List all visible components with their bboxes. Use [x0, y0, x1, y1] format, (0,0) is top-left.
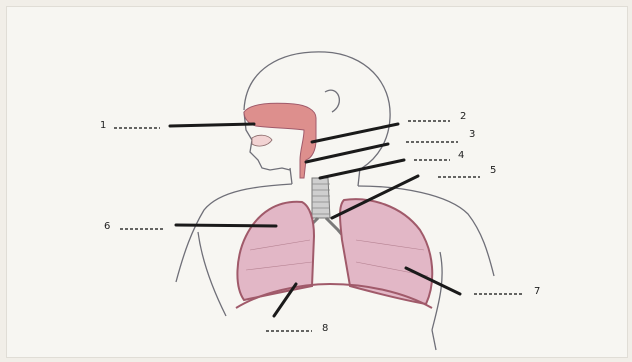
left-arm-inner — [198, 232, 226, 316]
label-8: 8 — [322, 324, 328, 334]
right-side — [432, 330, 436, 350]
mouth — [252, 135, 272, 146]
neck-left — [290, 168, 292, 184]
lungs — [237, 199, 432, 304]
label-4: 4 — [458, 151, 464, 161]
pointer-4 — [320, 160, 404, 178]
label-5: 5 — [490, 166, 496, 176]
body-outline — [176, 52, 494, 350]
pointer-6 — [176, 225, 276, 226]
label-7: 7 — [534, 287, 540, 297]
label-3: 3 — [469, 130, 475, 140]
right-arm-inner — [432, 252, 442, 330]
right-lung — [340, 199, 432, 304]
pointer-1 — [170, 124, 254, 126]
pointer-3 — [306, 144, 388, 162]
label-1: 1 — [100, 121, 106, 131]
trachea — [312, 178, 330, 218]
upper-airway — [244, 103, 316, 178]
ear-outline — [325, 90, 339, 112]
label-2: 2 — [460, 112, 466, 122]
label-6: 6 — [104, 222, 110, 232]
